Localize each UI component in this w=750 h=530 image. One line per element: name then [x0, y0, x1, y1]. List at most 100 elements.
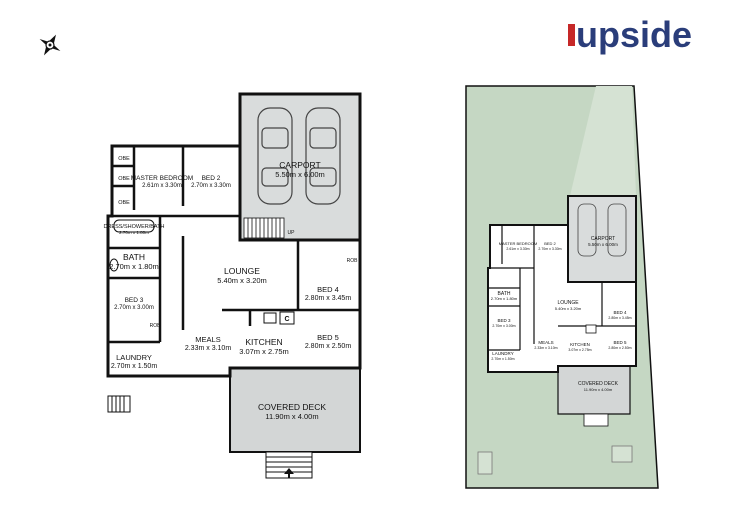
cupboard-label: C — [284, 316, 289, 323]
room-bed-5: BED 5 2.80m x 2.50m — [305, 333, 351, 350]
kitchen-appliance — [263, 312, 277, 324]
room-name: BED 5 — [317, 333, 339, 342]
rob-label: ROB — [347, 258, 359, 264]
site-room-master-bedroom: MASTER BEDROOM 2.61m x 3.30m — [499, 241, 537, 251]
room-size: 2.70m x 1.80m — [491, 296, 518, 301]
room-name: BED 4 — [613, 310, 627, 315]
room-size: 5.50m x 6.00m — [275, 170, 325, 179]
room-name: LOUNGE — [557, 300, 579, 306]
room-kitchen: KITCHEN 3.07m x 2.75m — [239, 337, 289, 356]
room-carport: CARPORT 5.50m x 6.00m — [275, 160, 325, 179]
room-name: KITCHEN — [570, 342, 590, 347]
room-size: 2.70m x 1.50m — [111, 363, 157, 370]
room-size: 2.70m x 3.00m — [492, 324, 515, 328]
room-size: 2.70m x 1.80m — [109, 262, 159, 271]
room-size: 2.80m x 3.45m — [608, 316, 631, 320]
logo-accent-mark — [568, 24, 575, 46]
room-lounge: LOUNGE 5.40m x 3.20m — [217, 266, 267, 285]
shed-box — [477, 451, 493, 475]
room-name: COVERED DECK — [258, 402, 326, 412]
room-name: BATH — [123, 252, 145, 262]
site-cupboard-box — [585, 324, 597, 334]
up-label: UP — [288, 230, 296, 236]
room-size: 3.07m x 2.75m — [239, 347, 289, 356]
car-icon — [257, 107, 293, 205]
site-room-bed-5: BED 5 2.80m x 2.50m — [608, 340, 631, 350]
room-name: KITCHEN — [245, 337, 282, 347]
room-size: 5.40m x 3.20m — [555, 306, 582, 311]
site-room-laundry: LAUNDRY 2.70m x 1.50m — [491, 351, 514, 361]
site-interior-walls — [488, 225, 636, 351]
room-dress-shower-bath: DRESS/SHOWER/BATH 2.70m x 1.80m — [103, 224, 164, 235]
room-name: DRESS/SHOWER/BATH — [103, 224, 164, 230]
room-size: 11.90m x 4.00m — [584, 387, 613, 392]
room-name: BATH — [498, 291, 511, 297]
rob-label: ROB — [150, 323, 162, 329]
site-room-bed-3: BED 3 2.70m x 3.00m — [492, 318, 515, 328]
site-room-carport: CARPORT 5.50m x 6.00m — [588, 236, 618, 247]
obe-label: OBE — [118, 200, 130, 206]
room-size: 2.70m x 1.80m — [119, 230, 149, 235]
driveway — [570, 86, 636, 196]
room-size: 2.80m x 2.50m — [608, 346, 631, 350]
room-bed-2: BED 2 2.70m x 3.30m — [191, 175, 231, 189]
room-name: BED 5 — [613, 340, 627, 345]
room-name: MEALS — [538, 340, 553, 345]
entry-arrow-icon — [284, 468, 294, 474]
room-size: 2.80m x 2.50m — [305, 343, 351, 350]
room-name: BED 2 — [202, 175, 221, 182]
room-size: 2.61m x 3.30m — [142, 183, 182, 189]
site-room-bath: BATH 2.70m x 1.80m — [491, 291, 518, 301]
site-room-bed-4: BED 4 2.80m x 3.45m — [608, 310, 631, 320]
room-name: LOUNGE — [224, 266, 260, 276]
floor-plan: MASTER BEDROOM 2.61m x 3.30m BED 2 2.70m… — [103, 92, 362, 479]
interior-stairs — [243, 217, 285, 239]
room-name: BED 3 — [497, 318, 511, 323]
room-name: BED 4 — [317, 285, 339, 294]
room-size: 2.33m x 3.10m — [185, 345, 231, 352]
toilet-icon — [109, 258, 119, 272]
room-bed-4: BED 4 2.80m x 3.45m — [305, 285, 351, 302]
room-name: CARPORT — [279, 160, 320, 170]
room-name: LAUNDRY — [116, 353, 152, 362]
room-size: 2.70m x 3.00m — [114, 305, 154, 311]
site-room-lounge: LOUNGE 5.40m x 3.20m — [555, 300, 582, 311]
room-size: 5.40m x 3.20m — [217, 276, 267, 285]
room-name: BED 3 — [125, 297, 144, 304]
room-size: 5.50m x 6.00m — [588, 242, 618, 247]
room-size: 2.70m x 1.50m — [491, 357, 514, 361]
room-size: 2.70m x 3.30m — [538, 247, 561, 251]
room-size: 2.61m x 3.30m — [506, 247, 529, 251]
room-size: 11.90m x 4.00m — [265, 412, 318, 421]
room-name: MEALS — [195, 335, 220, 344]
obe-label: OBE — [118, 156, 130, 162]
logo-text: upside — [576, 14, 692, 55]
obe-label: OBE — [118, 176, 130, 182]
car-icon — [305, 107, 341, 205]
interior-walls — [108, 146, 360, 344]
site-plan: MASTER BEDROOM 2.61m x 3.30m BED 2 2.70m… — [465, 85, 659, 489]
room-name: COVERED DECK — [578, 381, 619, 387]
room-name: LAUNDRY — [492, 351, 513, 356]
room-name: CARPORT — [591, 236, 615, 242]
room-size: 3.07m x 2.75m — [568, 348, 591, 352]
room-name: MASTER BEDROOM — [499, 241, 537, 246]
room-size: 2.80m x 3.45m — [305, 295, 351, 302]
side-stairs — [107, 395, 131, 413]
room-covered-deck: COVERED DECK 11.90m x 4.00m — [258, 402, 326, 421]
site-room-covered-deck: COVERED DECK 11.90m x 4.00m — [578, 381, 619, 392]
bathtub-icon — [113, 219, 155, 233]
room-bath: BATH 2.70m x 1.80m — [109, 252, 159, 271]
site-room-bed-2: BED 2 2.70m x 3.30m — [538, 241, 561, 251]
room-meals: MEALS 2.33m x 3.10m — [185, 335, 231, 352]
site-room-meals: MEALS 2.33m x 3.10m — [534, 340, 557, 350]
car-icon — [577, 203, 627, 257]
site-deck-stairs — [583, 413, 609, 427]
cupboard-c-box — [279, 311, 295, 325]
room-laundry: LAUNDRY 2.70m x 1.50m — [111, 353, 157, 370]
site-room-kitchen: KITCHEN 3.07m x 2.75m — [568, 342, 591, 352]
room-name: MASTER BEDROOM — [131, 175, 193, 182]
room-name: BED 2 — [544, 241, 556, 246]
